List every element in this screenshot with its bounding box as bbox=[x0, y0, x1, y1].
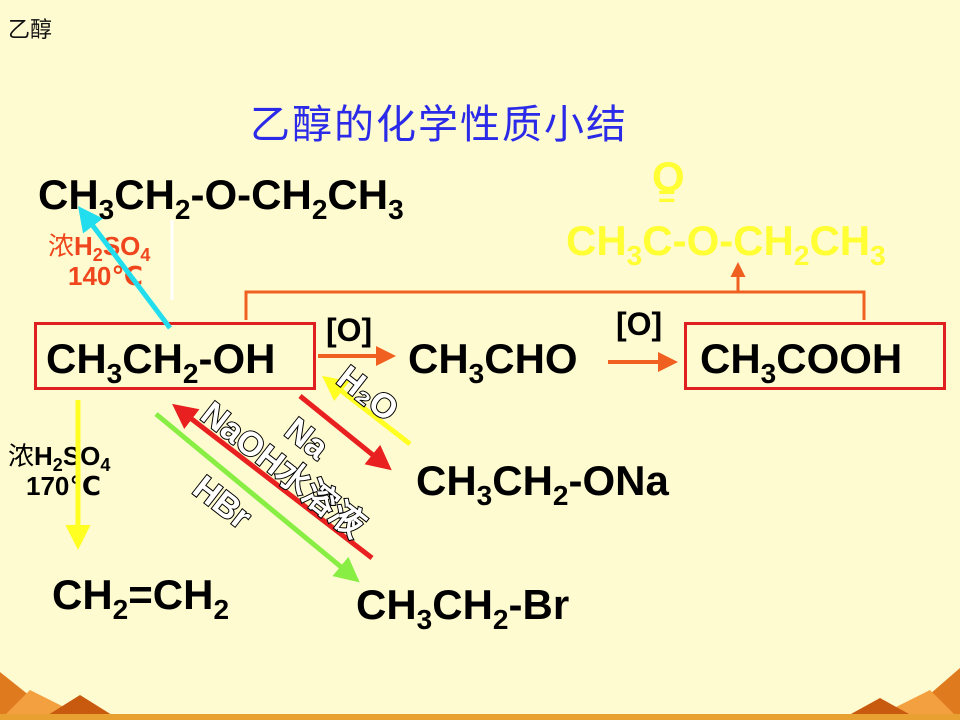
ester-double-bond: = bbox=[658, 180, 676, 213]
condition-140: 浓H2SO4 140℃ bbox=[48, 231, 151, 291]
ethyl-acetate-formula: CH3C-O-CH2CH3 bbox=[566, 217, 886, 271]
diethyl-ether-formula: CH3CH2-O-CH2CH3 bbox=[38, 171, 404, 225]
page-tag: 乙醇 bbox=[8, 18, 53, 43]
oxidation-label-1: [O] bbox=[326, 312, 373, 348]
acetaldehyde-formula: CH3CHO bbox=[408, 335, 578, 389]
bromoethane-formula: CH3CH2-Br bbox=[356, 581, 570, 635]
naoh-arrow bbox=[172, 403, 374, 560]
ether-arrow bbox=[77, 206, 172, 330]
bottom-border bbox=[0, 714, 960, 720]
sodium-ethoxide-formula: CH3CH2-ONa bbox=[416, 457, 669, 511]
ethylene-formula: CH2=CH2 bbox=[52, 571, 230, 625]
acetic-acid-box bbox=[684, 322, 946, 390]
condition-170: 浓H2SO4 170℃ bbox=[8, 441, 111, 501]
page-title: 乙醇的化学性质小结 bbox=[250, 102, 628, 148]
oxidation-label-2: [O] bbox=[616, 306, 663, 342]
decorative-corner-right bbox=[840, 668, 960, 720]
ethanol-formula: CH3CH2-OH bbox=[46, 335, 276, 389]
ethanol-box bbox=[34, 322, 316, 390]
hbr-arrow bbox=[154, 412, 360, 583]
decorative-corner-left bbox=[0, 672, 120, 720]
ester-bracket bbox=[244, 290, 866, 320]
sodium-arrow bbox=[298, 394, 392, 471]
acetic-acid-formula: CH3COOH bbox=[700, 335, 903, 389]
hydrolysis-ethoxide-arrow bbox=[322, 375, 412, 446]
ester-carbonyl-oxygen: O bbox=[652, 153, 685, 200]
